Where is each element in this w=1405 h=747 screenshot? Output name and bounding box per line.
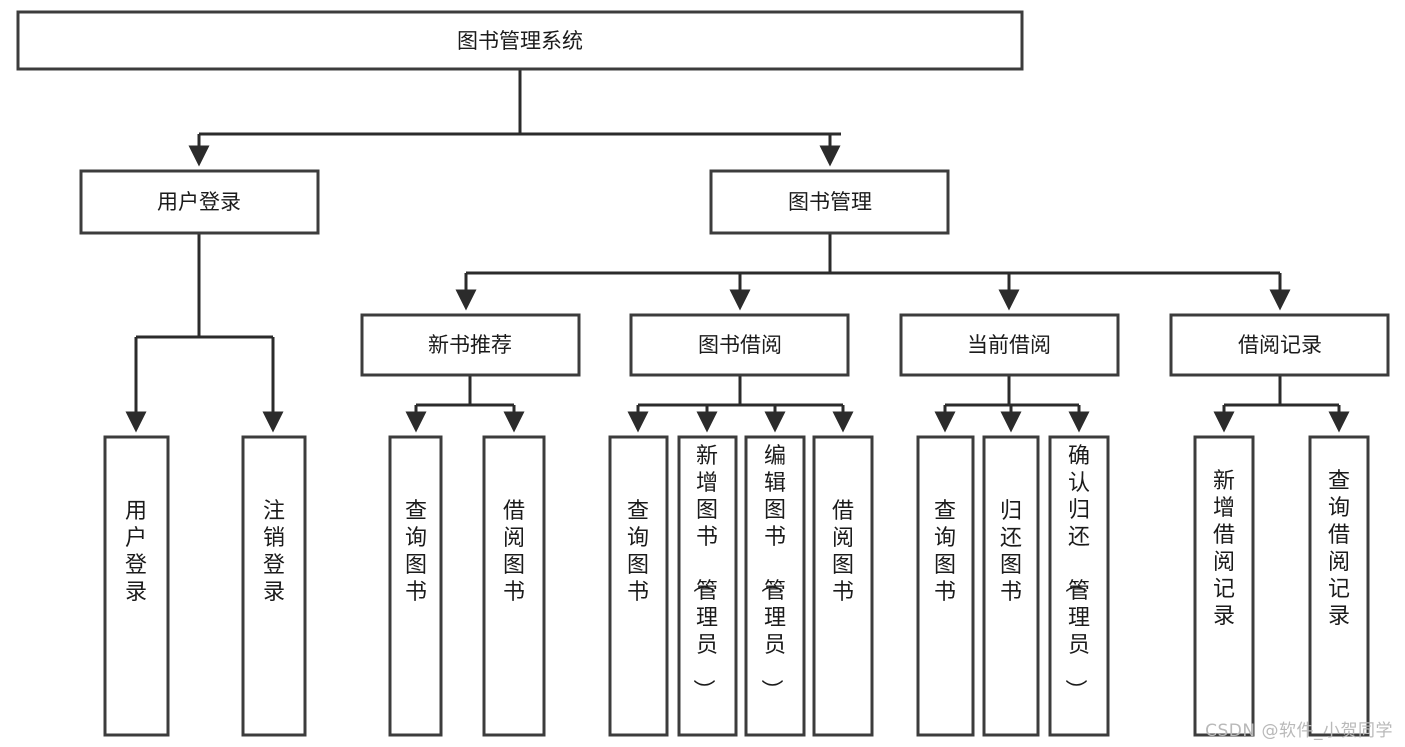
leaf-node[interactable]: 注销登录 — [241, 435, 307, 737]
node-book-borrow[interactable]: 图书借阅 — [629, 313, 850, 377]
leaf-label: 新增借阅记录 — [1213, 469, 1235, 629]
leaf-node[interactable]: 新增借阅记录 — [1193, 435, 1255, 737]
connector-borrow-record-to-leaves — [1213, 375, 1350, 433]
node-new-book-recommend[interactable]: 新书推荐 — [360, 313, 581, 377]
leaf-label: 借阅图书 — [832, 499, 854, 605]
node-new-book-recommend-label: 新书推荐 — [428, 333, 512, 357]
node-book-borrow-label: 图书借阅 — [698, 333, 782, 357]
node-borrow-record[interactable]: 借阅记录 — [1169, 313, 1390, 377]
node-book-management[interactable]: 图书管理 — [709, 169, 950, 235]
node-current-borrow[interactable]: 当前借阅 — [899, 313, 1120, 377]
leaf-node[interactable]: 借阅图书 — [482, 435, 546, 737]
leaf-label: 查询图书 — [627, 499, 649, 605]
leaf-label: 归还图书 — [1000, 499, 1022, 605]
connector-book-borrow-to-leaves — [627, 375, 854, 433]
leaf-label: 确认归还（管理员） — [1062, 444, 1090, 701]
leaf-node[interactable]: 查询图书 — [388, 435, 443, 737]
connector-new-book-to-leaves — [405, 375, 525, 433]
leaf-node[interactable]: 借阅图书 — [812, 435, 874, 737]
leaf-label: 注销登录 — [263, 499, 285, 605]
leaf-node[interactable]: 新增图书（管理员） — [677, 435, 738, 737]
node-user-login-label: 用户登录 — [157, 190, 241, 214]
leaf-node[interactable]: 归还图书 — [982, 435, 1040, 737]
connector-current-borrow-to-leaves — [934, 375, 1090, 433]
node-borrow-record-label: 借阅记录 — [1238, 333, 1322, 357]
leaf-label: 借阅图书 — [503, 499, 525, 605]
leaf-label: 用户登录 — [125, 499, 147, 605]
leaf-node[interactable]: 用户登录 — [103, 435, 170, 737]
leaf-node[interactable]: 查询借阅记录 — [1308, 435, 1370, 737]
leaf-node[interactable]: 编辑图书（管理员） — [744, 435, 806, 737]
leaf-node[interactable]: 查询图书 — [608, 435, 669, 737]
node-book-management-label: 图书管理 — [788, 190, 872, 214]
csdn-watermark: CSDN @软件_小贺同学 — [1205, 721, 1393, 741]
leaf-label: 查询图书 — [405, 499, 427, 605]
leaf-label: 查询图书 — [934, 499, 956, 605]
connector-user-login-to-leaves — [125, 233, 284, 433]
leaf-label: 查询借阅记录 — [1328, 469, 1350, 629]
leaf-label: 新增图书（管理员） — [690, 444, 718, 701]
node-root[interactable]: 图书管理系统 — [16, 10, 1024, 71]
node-user-login[interactable]: 用户登录 — [79, 169, 320, 235]
leaf-label: 编辑图书（管理员） — [758, 444, 786, 701]
connector-root-to-level2 — [188, 69, 841, 167]
leaf-node[interactable]: 确认归还（管理员） — [1048, 435, 1110, 737]
node-root-label: 图书管理系统 — [457, 29, 583, 53]
leaf-node[interactable]: 查询图书 — [916, 435, 975, 737]
connector-book-mgmt-to-level3 — [455, 233, 1291, 311]
node-current-borrow-label: 当前借阅 — [967, 333, 1051, 357]
